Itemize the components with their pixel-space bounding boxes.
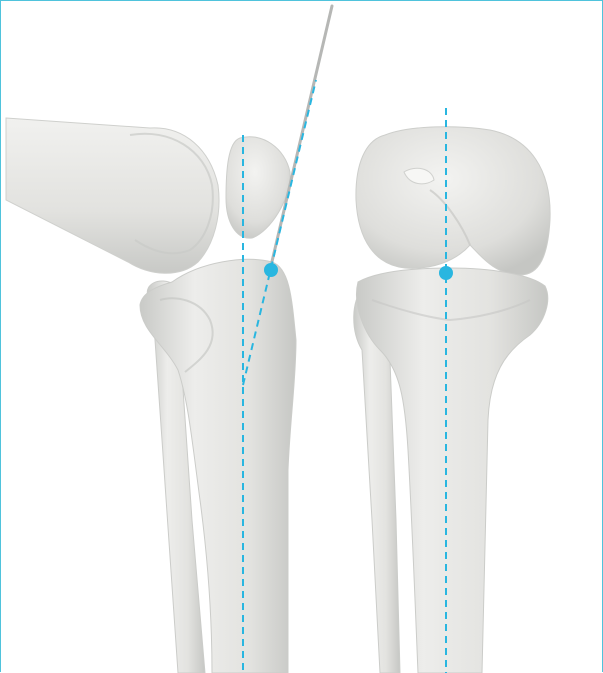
posterior-femur-condyles — [356, 127, 550, 275]
posterior-marker-dot — [439, 266, 453, 280]
lateral-view — [6, 118, 296, 673]
lateral-femur — [6, 118, 219, 273]
lateral-marker-dot — [264, 263, 278, 277]
posterior-view — [354, 127, 550, 673]
